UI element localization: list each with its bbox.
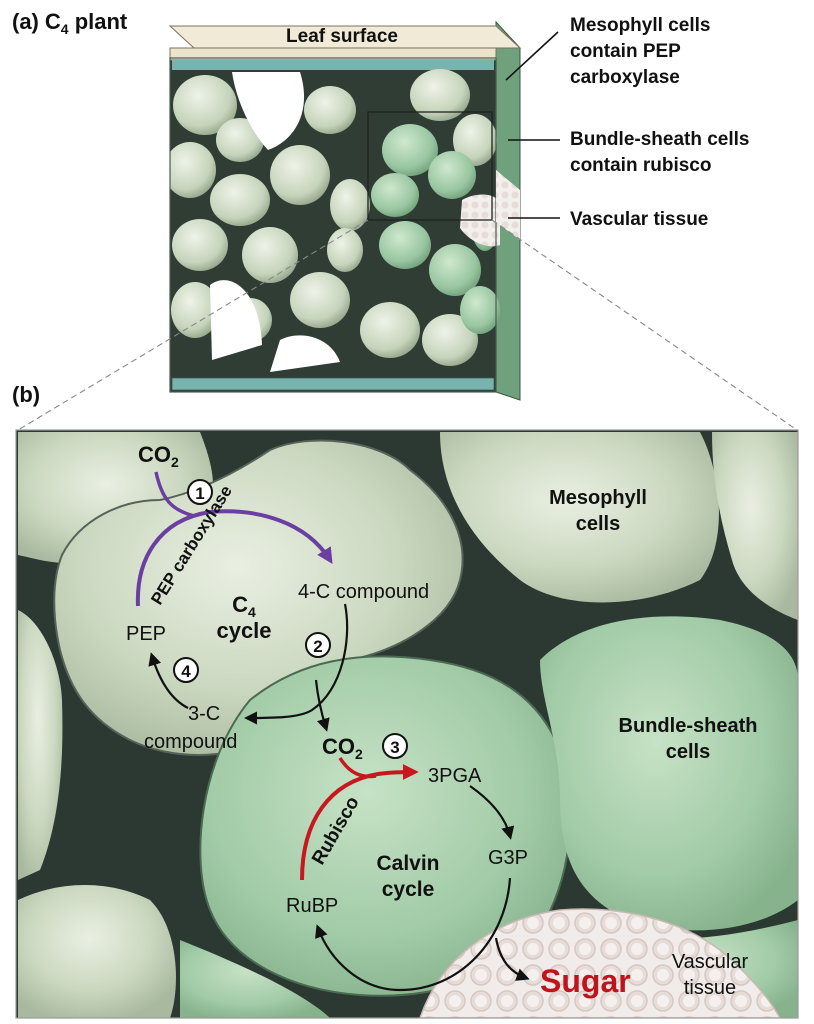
panel-a-title: (a)C4 plant [12,9,128,37]
svg-text:C4: C4 [232,592,256,620]
svg-text:4: 4 [181,662,191,681]
four-c-compound-label: 4-C compound [298,581,429,603]
rubp-label: RuBP [286,895,338,917]
calvin-cycle-label: Calvin cycle [376,852,439,901]
threepga-label: 3PGA [428,765,482,787]
g3p-label: G3P [488,847,528,869]
co2-top-label: CO2 [138,442,179,470]
mesophyll-cell-left-bottom [18,610,63,880]
svg-text:cells: cells [576,513,620,535]
callout-mesophyll: Mesophyll cells contain PEP carboxylase [570,15,710,88]
svg-text:cycle: cycle [382,878,435,901]
svg-text:Vascular: Vascular [672,951,749,973]
svg-text:tissue: tissue [684,977,736,999]
svg-text:contain PEP: contain PEP [570,41,681,62]
callout-vascular: Vascular tissue [570,209,708,230]
svg-text:(a)C4 plant: (a)C4 plant [12,9,128,37]
mesophyll-cell-far-right [712,432,798,620]
svg-text:cells: cells [666,741,710,763]
svg-text:Mesophyll: Mesophyll [549,487,647,509]
panel-a-title-rest: plant [69,9,128,34]
bundle-sheath-cells-label: Bundle-sheath cells [619,715,758,763]
pep-label: PEP [126,623,166,645]
step-3: 3 [382,733,408,759]
svg-text:1: 1 [195,484,204,503]
svg-text:carboxylase: carboxylase [570,67,680,88]
panel-b-frame [15,429,799,1019]
arrow-3pga-to-g3p [469,785,515,840]
co2-mid-label: CO2 [322,734,363,762]
arrow-4c-to-co2 [244,603,349,725]
bundle-sheath-cell-right [540,616,798,931]
panel-a-tag: (a) [12,9,39,34]
zoom-box [367,111,493,221]
mesophyll-cells-block [170,69,500,372]
svg-text:3: 3 [390,738,399,757]
arrow-3c-to-pep [148,652,189,709]
panel-b-tag: (b) [12,382,40,407]
mesophyll-cell-c4 [53,439,464,756]
step-2: 2 [305,632,331,658]
pep-carboxylase-arrow [135,509,333,607]
co2-entry-arrow [154,471,195,518]
svg-text:Bundle-sheath cells: Bundle-sheath cells [570,129,750,150]
arrow-g3p-to-rubp [315,877,512,992]
callout-bundle-sheath: Bundle-sheath cells contain rubisco [570,129,750,176]
step-4: 4 [173,657,199,683]
mesophyll-cell-left-lower [18,885,176,1018]
c4-cycle-label: C4 cycle [216,592,271,643]
arrow-to-sugar [494,937,530,981]
sugar-label: Sugar [540,963,631,999]
arrow-to-co2-mid [314,679,330,732]
svg-text:2: 2 [313,637,322,656]
three-c-label-1: 3-C [188,703,220,725]
leaf-block [168,20,522,401]
svg-text:Bundle-sheath: Bundle-sheath [619,715,758,737]
mesophyll-cells-label: Mesophyll cells [549,487,647,535]
panel-a-title-sub: 4 [61,21,69,37]
step-1: 1 [187,479,213,505]
panel-a-title-main: C [45,9,61,34]
panel-b [16,430,798,1018]
epidermis-top [172,60,494,70]
vascular-tissue [419,908,781,1018]
mesophyll-cell-top-right [440,432,719,603]
svg-text:Calvin: Calvin [376,852,439,875]
epidermis-bottom [171,377,495,391]
callout-lines [505,31,560,219]
rubisco-arrow [300,764,419,881]
bundle-sheath-cell-bottom-left [180,940,330,1018]
vascular-tissue-label: Vascular tissue [672,951,749,999]
svg-text:contain rubisco: contain rubisco [570,155,711,176]
svg-text:Mesophyll cells: Mesophyll cells [570,15,710,36]
three-c-label-2: compound [144,731,237,753]
zoom-lines [17,219,798,431]
svg-text:cycle: cycle [216,618,271,643]
leaf-surface-label: Leaf surface [286,26,398,47]
